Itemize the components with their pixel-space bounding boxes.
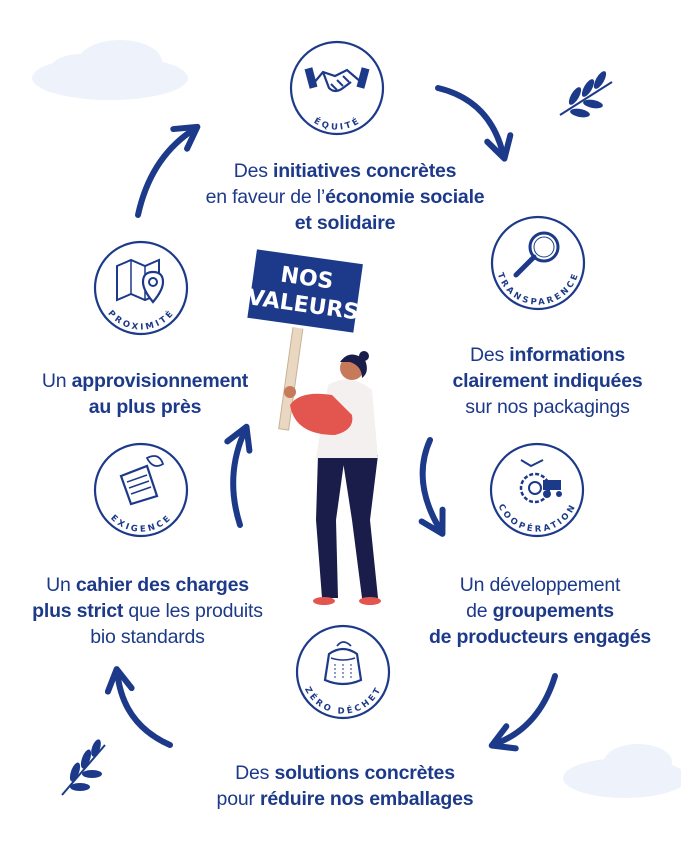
document-leaf-icon [119,455,165,506]
woman-with-sign-illustration: NOS VALEURS [243,246,381,605]
caption-emphasis: initiatives concrètes [272,160,457,182]
badge-proximite: PROXIMITÉ [93,240,189,336]
caption-text: de [466,600,493,622]
caption-text: Un [41,370,72,392]
caption-line: et solidaire [170,210,520,236]
leaf-branch-top-right-icon [559,71,613,118]
caption-emphasis: au plus près [88,396,202,418]
badge-ring [289,40,385,136]
caption-emphasis: clairement indiquées [452,370,643,392]
caption-text: sur nos packagings [465,396,630,418]
caption-text: en faveur de l’ [205,186,326,208]
caption-emphasis: économie sociale [325,186,485,208]
arrow-proximite-to-equite [135,123,201,218]
caption-line: Des informations [420,342,675,368]
caption-line: Un approvisionnement [10,368,280,394]
values-sign: NOS VALEURS [243,246,367,337]
badge-equite: ÉQUITÉ [289,40,385,136]
caption-emphasis: et solidaire [294,212,396,234]
cloud-top-left [32,40,188,100]
caption-text: que les produits [123,600,263,622]
caption-line: clairement indiquées [420,368,675,394]
caption-line: Un développement [405,572,675,598]
caption-text: Des [235,762,275,784]
caption-emphasis: réduire nos emballages [260,788,474,810]
caption-line: Un cahier des charges [5,572,290,598]
caption-text: Des [470,344,510,366]
badge-zero-dechet: ZÉRO DÉCHET [295,624,391,720]
caption-line: au plus près [10,394,280,420]
caption-line: plus strict que les produits [5,598,290,624]
caption-line: pour réduire nos emballages [170,786,520,812]
caption-text: Un développement [459,574,621,596]
caption-emphasis: informations [509,344,625,366]
caption-emphasis: solutions concrètes [274,762,455,784]
arrow-equite-to-transparence [435,85,514,162]
gear-tractor-icon [519,459,562,504]
caption-text: Un [46,574,76,596]
caption-emphasis: de producteurs engagés [428,626,652,648]
arrow-transparence-to-cooperation [418,437,446,537]
arrow-exigence-to-proximite [224,423,253,528]
caption-line: Des initiatives concrètes [170,158,520,184]
bag-icon [323,641,363,686]
badge-ring [490,215,586,311]
cloud-bottom-right [563,744,681,798]
arrow-cooperation-to-zero-dechet [488,673,558,752]
caption-text: Des [233,160,273,182]
caption-line: sur nos packagings [420,394,675,420]
badge-exigence: EXIGENCE [93,442,189,538]
caption-text: pour [216,788,260,810]
caption-emphasis: cahier des charges [75,574,249,596]
caption-line: de producteurs engagés [405,624,675,650]
caption-line: en faveur de l’économie sociale [170,184,520,210]
badge-ring [489,442,585,538]
caption-text: bio standards [90,626,205,648]
handshake-icon [304,67,370,93]
cycle-arrows [104,85,558,752]
badge-cooperation: COOPÉRATION [489,442,585,538]
caption-line: de groupements [405,598,675,624]
caption-line: Des solutions concrètes [170,760,520,786]
arrow-zero-dechet-to-exigence [104,666,173,748]
map-pin-icon [116,258,165,304]
caption-emphasis: groupements [492,600,615,622]
leaf-branch-bottom-left-icon [61,739,106,796]
magnifier-icon [513,231,560,278]
badge-ring [93,240,189,336]
caption-emphasis: approvisionnement [71,370,249,392]
caption-line: bio standards [5,624,290,650]
caption-emphasis: plus strict [32,600,124,622]
